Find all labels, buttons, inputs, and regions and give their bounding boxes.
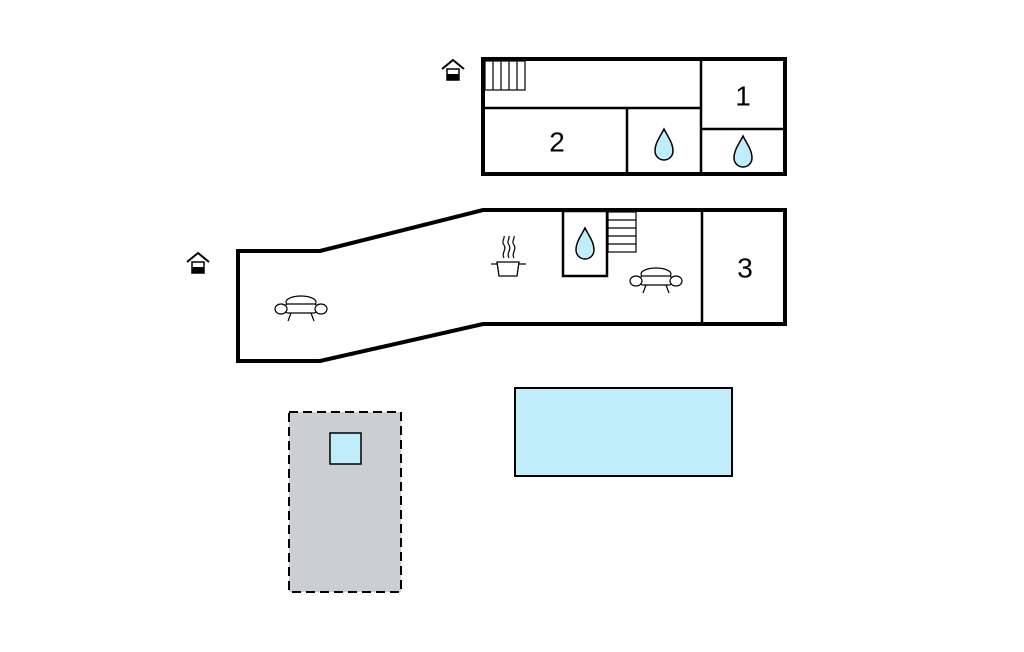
entrance-icon bbox=[186, 252, 210, 274]
sofa-icon bbox=[629, 267, 683, 294]
room-label-1: 1 bbox=[735, 81, 751, 112]
room-label-2: 2 bbox=[549, 127, 565, 158]
swimming-pool bbox=[514, 387, 733, 477]
entrance-icon bbox=[441, 59, 465, 81]
water-drop-icon bbox=[654, 128, 674, 161]
upper-building bbox=[481, 57, 787, 176]
water-drop-icon bbox=[575, 227, 595, 260]
room-label-3: 3 bbox=[737, 253, 753, 284]
stairs-icon bbox=[484, 60, 526, 91]
water-drop-icon bbox=[733, 135, 753, 168]
cooking-pot-icon bbox=[491, 235, 526, 277]
hot-tub bbox=[329, 432, 362, 465]
lower-building bbox=[236, 208, 787, 363]
stairs-icon bbox=[607, 211, 637, 253]
sofa-icon bbox=[274, 295, 328, 322]
terrace bbox=[288, 411, 402, 593]
